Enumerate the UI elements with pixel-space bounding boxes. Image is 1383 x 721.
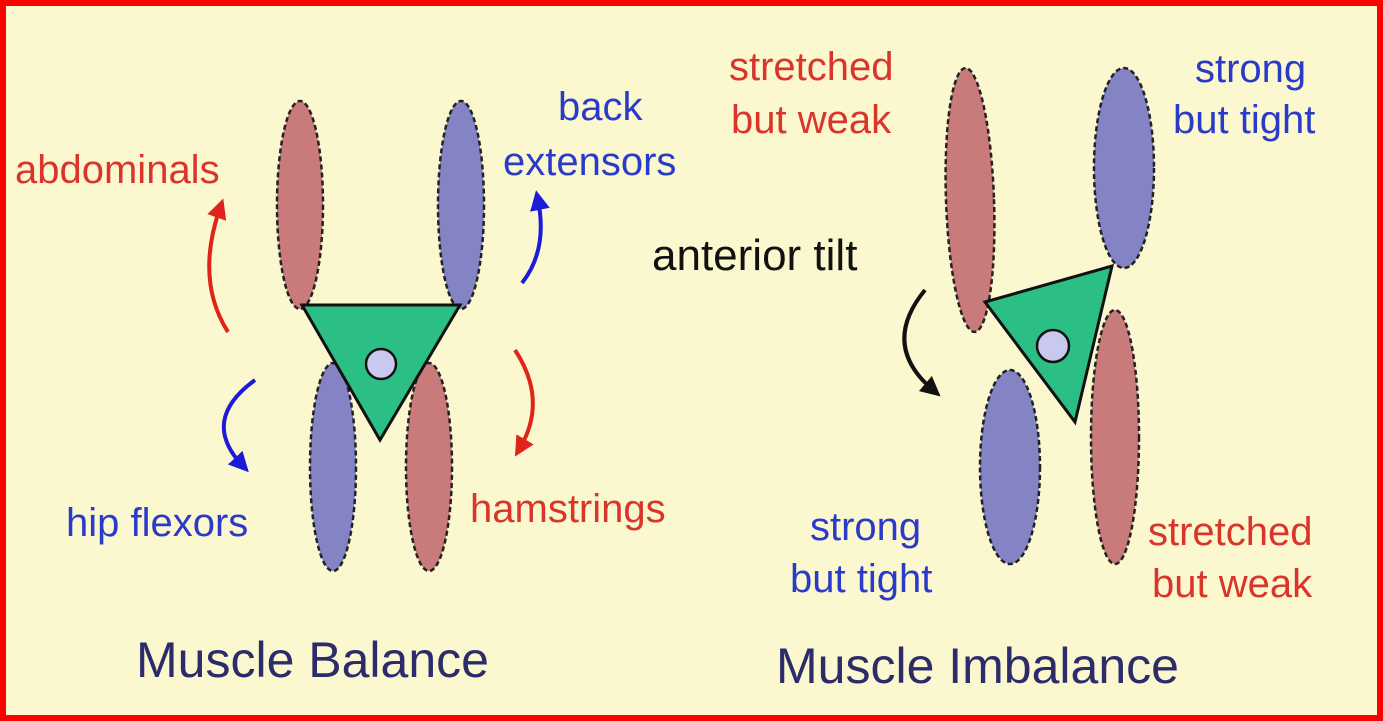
anterior-tilt-label: anterior tilt xyxy=(652,231,857,280)
top-right-label-line2: but tight xyxy=(1173,98,1315,142)
back-extensors-arrow xyxy=(522,200,541,283)
balance-title: Muscle Balance xyxy=(136,632,489,688)
bottom-right-label-line2: but weak xyxy=(1152,562,1313,606)
anterior-tilt-arrow xyxy=(904,290,933,390)
back-extensors-label-line2: extensors xyxy=(503,140,676,184)
stretched-weak-upper-muscle xyxy=(941,67,998,333)
balance-figure: abdominals back extensors hip flexors ha… xyxy=(15,85,676,688)
abdominals-arrow xyxy=(209,208,228,332)
hip-joint xyxy=(366,349,396,379)
muscle-balance-diagram: abdominals back extensors hip flexors ha… xyxy=(6,6,1377,715)
strong-tight-upper-muscle xyxy=(1094,68,1154,268)
imbalance-figure: anterior tilt stretched but weak strong … xyxy=(652,45,1315,694)
abdominals-label: abdominals xyxy=(15,148,220,192)
hip-flexors-arrow xyxy=(224,380,255,465)
abdominals-muscle xyxy=(277,101,323,309)
hamstrings-label: hamstrings xyxy=(470,487,666,531)
hamstrings-arrow xyxy=(515,350,533,448)
back-extensors-muscle xyxy=(438,101,484,309)
top-left-label-line1: stretched xyxy=(729,45,894,89)
top-right-label-line1: strong xyxy=(1195,47,1306,91)
bottom-left-label-line1: strong xyxy=(810,505,921,549)
back-extensors-label-line1: back xyxy=(558,85,643,129)
hip-flexors-label: hip flexors xyxy=(66,501,248,545)
stretched-weak-lower-muscle xyxy=(1091,310,1139,564)
strong-tight-lower-muscle xyxy=(980,370,1040,564)
bottom-right-label-line1: stretched xyxy=(1148,510,1313,554)
hamstrings-muscle xyxy=(406,363,452,571)
bottom-left-label-line2: but tight xyxy=(790,557,932,601)
hip-flexors-muscle xyxy=(310,363,356,571)
imbalance-title: Muscle Imbalance xyxy=(776,638,1179,694)
top-left-label-line2: but weak xyxy=(731,98,892,142)
tilted-hip-joint xyxy=(1037,330,1069,362)
